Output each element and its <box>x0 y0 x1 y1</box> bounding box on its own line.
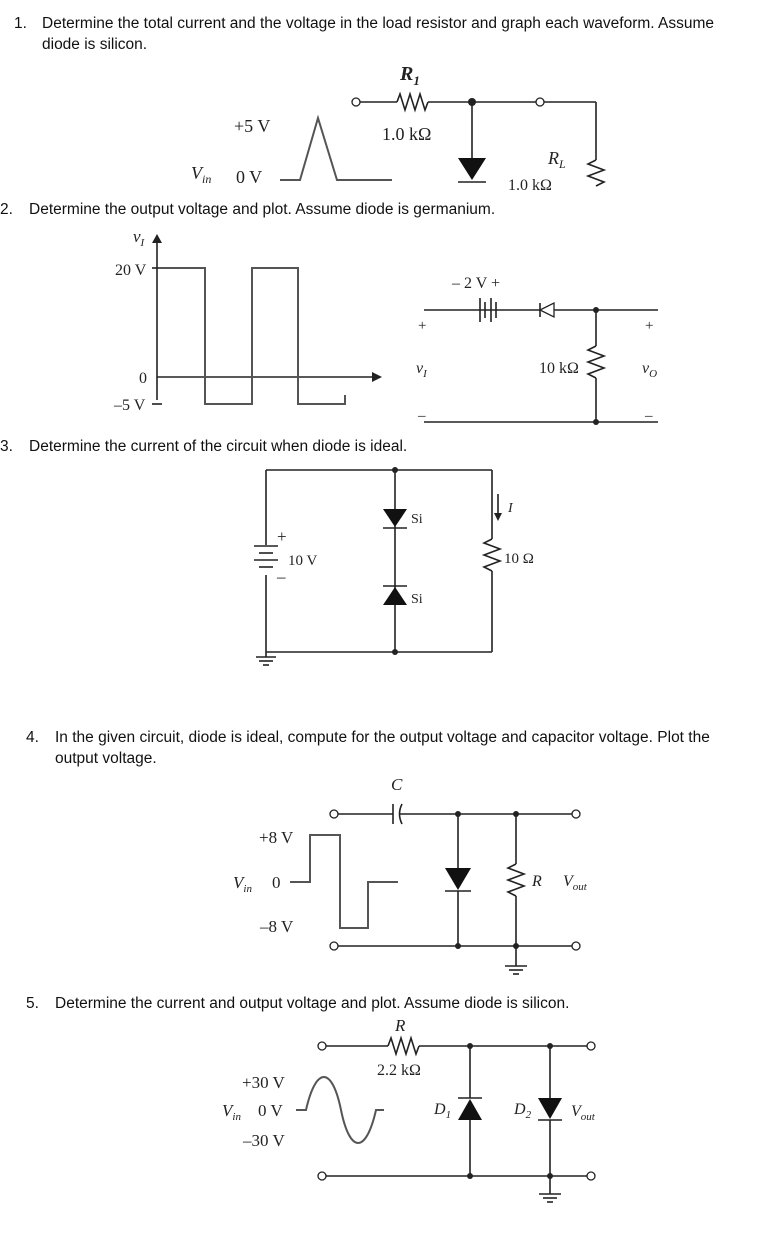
vin-zero-label: 0 V <box>258 1101 283 1120</box>
question-text-line1: Determine the total current and the volt… <box>42 15 715 32</box>
vin-max-label: +5 V <box>234 116 270 136</box>
diode-d2-icon <box>538 1098 562 1119</box>
resistor-label: R <box>394 1016 406 1035</box>
resistor-value: 10 kΩ <box>539 360 579 377</box>
question-text-line2: diode is silicon. <box>42 36 148 53</box>
r1-label: R1 <box>399 63 420 88</box>
vin-min-label: –8 V <box>259 917 294 936</box>
question-number: 2. <box>0 201 13 218</box>
resistor-r1 <box>396 91 429 113</box>
question-number: 1. <box>14 15 27 32</box>
diode-icon <box>383 587 407 605</box>
output-terminal <box>571 941 581 951</box>
resistor-value: 10 Ω <box>504 551 534 567</box>
output-minus: – <box>644 408 653 424</box>
question-text: Determine the current and output voltage… <box>55 995 570 1012</box>
vi-label: vI <box>416 360 428 380</box>
diode-icon <box>538 301 555 319</box>
vin-min-label: –30 V <box>242 1131 285 1150</box>
question-text: Determine the current of the circuit whe… <box>29 438 408 455</box>
diode-icon <box>458 158 486 180</box>
input-terminal <box>317 1171 327 1181</box>
square-waveform <box>158 267 346 405</box>
resistor-r <box>387 1035 420 1057</box>
input-minus: – <box>417 408 426 424</box>
vo-label: vO <box>642 360 657 380</box>
question-text-line1: In the given circuit, diode is ideal, co… <box>55 729 710 746</box>
diode-icon <box>445 868 471 890</box>
y-top-label: 20 V <box>115 262 147 279</box>
output-terminal <box>586 1041 596 1051</box>
resistor-rl <box>585 159 607 187</box>
input-terminal <box>317 1041 327 1051</box>
vin-label: Vin <box>191 163 211 186</box>
ground-icon <box>505 965 527 975</box>
vin-label: Vin <box>222 1101 241 1123</box>
ground-icon <box>256 656 276 666</box>
ground-icon <box>539 1193 561 1203</box>
vout-label: Vout <box>571 1103 596 1123</box>
input-plus: + <box>418 318 426 334</box>
square-waveform <box>290 834 398 929</box>
question-text: Determine the output voltage and plot. A… <box>29 201 496 218</box>
vin-max-label: +30 V <box>242 1073 286 1092</box>
d1-label: D1 <box>433 1101 451 1121</box>
r1-value: 1.0 kΩ <box>382 124 431 144</box>
y-bottom-label: –5 V <box>113 397 146 414</box>
vout-label: Vout <box>563 873 588 893</box>
question-text-line2: output voltage. <box>55 750 157 767</box>
question-number: 4. <box>26 729 39 746</box>
vin-zero-label: 0 V <box>236 167 262 187</box>
resistor-r <box>505 863 527 897</box>
resistor-10-ohm <box>481 538 503 572</box>
diode-icon <box>383 509 407 527</box>
question-number: 3. <box>0 438 13 455</box>
resistor-value: 2.2 kΩ <box>377 1062 421 1079</box>
d2-label: D2 <box>513 1101 532 1121</box>
output-plus: + <box>645 318 653 334</box>
triangle-pulse-waveform <box>280 114 392 181</box>
vin-max-label: +8 V <box>259 828 294 847</box>
resistor-label: R <box>531 873 542 890</box>
y-zero-label: 0 <box>139 370 147 387</box>
sine-waveform <box>296 1076 384 1144</box>
battery-plus: + <box>277 527 287 546</box>
current-label: I <box>507 501 514 516</box>
battery-voltage: 10 V <box>288 553 317 569</box>
capacitor-label: C <box>391 775 403 794</box>
diode-1-label: Si <box>411 512 423 527</box>
question-number: 5. <box>26 995 39 1012</box>
output-terminal <box>571 809 581 819</box>
rl-label: RL <box>547 148 566 171</box>
output-terminal <box>586 1171 596 1181</box>
vin-label: Vin <box>233 873 252 895</box>
axis-label: vI <box>133 227 146 249</box>
diode-2-label: Si <box>411 592 423 607</box>
vin-zero-label: 0 <box>272 873 281 892</box>
resistor-10k <box>585 345 607 379</box>
diode-d1-icon <box>458 1099 482 1120</box>
rl-value: 1.0 kΩ <box>508 177 552 194</box>
battery-minus: – <box>276 567 286 586</box>
battery-label: – 2 V + <box>451 275 500 292</box>
